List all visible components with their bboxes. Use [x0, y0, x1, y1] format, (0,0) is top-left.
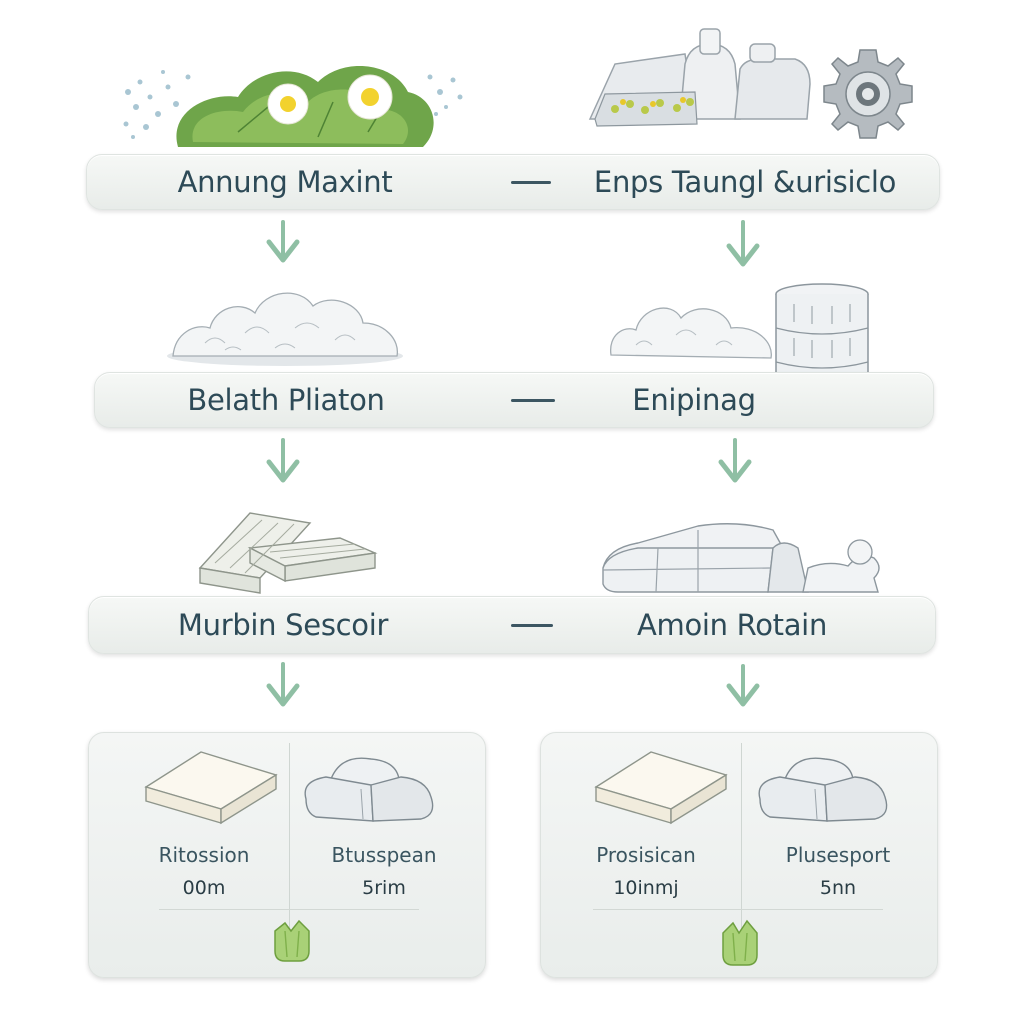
pillow-pile-icon: [758, 757, 888, 822]
herb-flowers-icon: [123, 65, 463, 147]
row-3-connector: [511, 624, 553, 627]
row-1-right-label: Enps Taungl &urisiclo: [593, 165, 897, 199]
down-arrow-icon: [726, 220, 760, 267]
output-card-2: Prosisican 10inmj Plusesport 5nn: [540, 732, 938, 978]
down-arrow-icon: [266, 438, 300, 483]
output-card-1: Ritossion 00m Btusspean 5rim: [88, 732, 486, 978]
processing-plant-icon: [588, 28, 811, 127]
down-arrow-icon: [726, 664, 760, 707]
down-arrow-icon: [266, 220, 300, 263]
green-leaf-icon: [274, 919, 310, 962]
process-row-1: Annung Maxint Enps Taungl &urisiclo: [86, 154, 940, 210]
card-1-item-1-value: 00m: [182, 877, 226, 899]
row-2-connector: [511, 399, 555, 402]
process-row-2: Belath Pliaton Enipinag: [94, 372, 934, 428]
foam-slab-icon: [594, 751, 728, 825]
card-1-item-2-name: Btusspean: [331, 843, 437, 867]
fluffy-fiber-icon: [167, 292, 403, 366]
mattress-block-icon: [602, 523, 880, 593]
row-3-left-label: Murbin Sescoir: [177, 608, 389, 642]
card-2-item-1-name: Prosisican: [596, 843, 696, 867]
row-1-left-label: Annung Maxint: [177, 165, 393, 199]
row-2-left-label: Belath Pliaton: [187, 383, 385, 417]
process-row-3: Murbin Sescoir Amoin Rotain: [88, 596, 936, 654]
card-2-item-2-name: Plusesport: [785, 843, 891, 867]
down-arrow-icon: [718, 438, 752, 483]
card-1-item-1-name: Ritossion: [158, 843, 250, 867]
foam-slab-icon: [144, 751, 278, 825]
fluffy-fiber-icon: [610, 307, 772, 359]
pillow-pile-icon: [304, 757, 434, 822]
green-leaf-icon: [722, 919, 758, 966]
row-3-right-label: Amoin Rotain: [636, 608, 828, 642]
row-1-connector: [511, 181, 551, 184]
gear-icon: [823, 49, 913, 139]
stacked-boards-icon: [198, 512, 378, 594]
card-1-item-2-value: 5rim: [362, 877, 406, 899]
card-2-item-2-value: 5nn: [819, 877, 857, 899]
row-2-right-label: Enipinag: [632, 383, 756, 417]
down-arrow-icon: [266, 662, 300, 707]
card-2-item-1-value: 10inmj: [613, 877, 679, 899]
